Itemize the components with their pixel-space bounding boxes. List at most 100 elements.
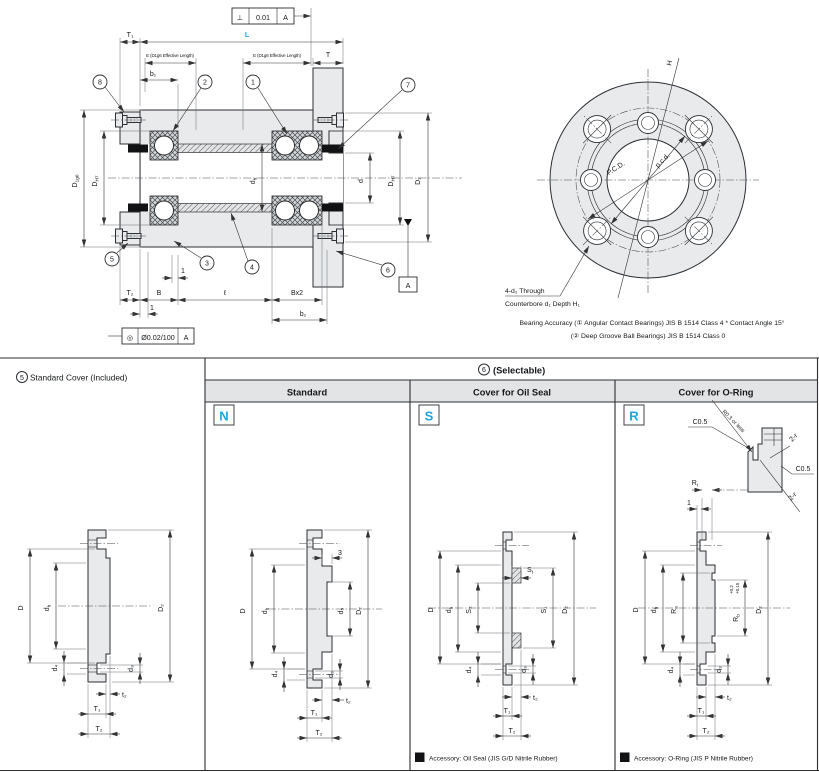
standard-cover-drawing: 3 D dh d₅ D₂ d₄ d₃ t₂ T₁ T₂ <box>240 529 382 742</box>
bearing-accuracy-line2: (② Deep Groove Ball Bearings) JIS B 1514… <box>571 333 726 340</box>
cr-label-Rt: Rt <box>692 480 699 489</box>
cr-label-D2: D₂ <box>756 606 763 614</box>
hole-note-2: Counterbore d₁ Depth H₁ <box>505 301 581 308</box>
oring-cover-drawing: R0.3 or less C0.5 2-r C0.5 2-r Rt 1 D dh… <box>620 399 814 763</box>
col-header-oring: Cover for O-Ring <box>679 388 754 398</box>
datum-triangle <box>404 219 412 226</box>
c5-label-d4: d₄ <box>52 664 59 671</box>
oring-note: Accessory: O-Ring (JIS P Nitrile Rubber) <box>634 756 753 763</box>
cn-label-T1: T₁ <box>311 710 318 717</box>
svg-text:6: 6 <box>386 268 390 275</box>
main-section-view: T₁ L E (D1g6 Effective Length) E (D1g6 E… <box>72 7 462 345</box>
type-code-N: N <box>213 404 235 426</box>
accessory-tag: A <box>622 755 627 762</box>
subheader-shading <box>205 380 817 402</box>
included-label: Standard Cover (Included) <box>30 373 128 383</box>
cr-label-1: 1 <box>687 500 691 507</box>
hole-callout: 4-d₂ Through Counterbore d₁ Depth H₁ <box>505 245 590 308</box>
svg-text:S: S <box>425 409 434 424</box>
selectable-label: (Selectable) <box>493 366 545 376</box>
cr-label-Rb-tol-upper: +0.2 <box>729 585 734 594</box>
dim-D2: D₂ <box>415 177 422 185</box>
bottom-dimensions: 1 T₂ B ℓ Bx2 1 b₂ <box>119 213 328 324</box>
dim-E-right: E (D1g6 Effective Length) <box>253 53 301 58</box>
cr-label-d3: d₃ <box>716 666 723 673</box>
dim-gap-upper: 1 <box>181 268 185 275</box>
cr-detail-2r-bottom: 2-r <box>787 491 798 502</box>
cs-label-St: St <box>527 567 534 576</box>
svg-text:2: 2 <box>203 80 207 87</box>
cover-bolts <box>111 112 349 244</box>
cr-detail-c05-top: C0.5 <box>693 419 708 426</box>
bolt-left-bottom <box>111 228 146 244</box>
cs-label-T2: T₂ <box>509 728 516 735</box>
cn-label-d3: d₃ <box>328 671 335 678</box>
svg-text:1: 1 <box>251 80 255 87</box>
cr-label-Rb-tol-lower: +0.15 <box>735 582 740 594</box>
conc-value: Ø0.02/100 <box>141 333 175 342</box>
cs-label-d3: d₃ <box>521 666 528 673</box>
perpendicularity-tolerance: ⊥ 0.01 A <box>231 7 311 25</box>
cn-label-d5: d₅ <box>338 607 345 614</box>
dim-E-left: E (D1g6 Effective Length) <box>146 53 194 58</box>
cs-label-dh: dh <box>446 606 455 613</box>
cs-label-d4: d₄ <box>466 666 473 673</box>
label-dh: dh <box>250 177 259 184</box>
cr-detail-r03: R0.3 or less <box>721 409 746 434</box>
dim-b2: b₂ <box>300 311 307 318</box>
c5-label-t2: t₂ <box>122 692 127 699</box>
part-balloons: 8 2 1 7 5 3 4 6 <box>92 74 416 278</box>
type-code-S: S <box>418 404 440 426</box>
svg-text:R: R <box>629 409 639 424</box>
dim-Bx2: Bx2 <box>291 290 303 297</box>
cs-label-t2: t₂ <box>533 695 538 702</box>
cn-label-T2: T₂ <box>316 730 323 737</box>
top-dimensions: T₁ L E (D1g6 Effective Length) E (D1g6 E… <box>119 8 344 130</box>
c5-label-D2: D₂ <box>158 604 165 612</box>
accessory-tag: A <box>417 755 422 762</box>
label-DH7-right: DH7 <box>388 175 397 187</box>
balloon-1: 1 <box>245 74 288 135</box>
oil-seal-cover-drawing: D dh S₂ St S₁ D₂ d₄ d₃ t₂ T₁ T₂ A Access… <box>415 531 596 763</box>
svg-text:N: N <box>219 409 228 424</box>
oring-accessory-note: A Accessory: O-Ring (JIS P Nitrile Rubbe… <box>620 752 753 763</box>
cr-label-D: D <box>633 607 640 612</box>
c5-label-d3: d₃ <box>128 665 135 672</box>
label-DH7-left: DH7 <box>92 175 101 187</box>
conc-symbol: ◎ <box>127 333 133 342</box>
cn-label-dh: dh <box>262 607 271 614</box>
dim-T2: T₂ <box>127 290 134 297</box>
c5-label-D: D <box>18 605 25 610</box>
standard-cover-included-drawing: D dh D₂ d₄ d₃ t₂ T₁ T₂ <box>18 529 174 738</box>
cs-label-T1: T₁ <box>504 708 511 715</box>
cs-label-S1: S₁ <box>541 606 548 614</box>
dim-l: ℓ <box>223 290 227 297</box>
svg-text:7: 7 <box>406 83 410 90</box>
bearings <box>149 130 323 226</box>
cr-label-d4: d₄ <box>668 666 675 673</box>
cn-label-D2: D₂ <box>356 607 363 615</box>
counterbore-holes <box>582 114 714 246</box>
balloon-6: 6 <box>335 250 396 278</box>
svg-text:8: 8 <box>98 80 102 87</box>
dim-b1: b₁ <box>150 71 157 78</box>
dim-L: L <box>245 32 250 39</box>
included-num: 5 <box>20 375 24 382</box>
svg-text:5: 5 <box>110 257 114 264</box>
bolt-right-bottom <box>313 228 349 244</box>
col-header-oil-seal: Cover for Oil Seal <box>473 388 551 398</box>
dim-gap-lower: 1 <box>150 305 154 312</box>
cn-label-d4: d₄ <box>272 670 279 677</box>
balloon-8: 8 <box>92 74 125 113</box>
cr-label-t2: t₂ <box>727 695 732 702</box>
oring-groove-detail: R0.3 or less C0.5 2-r C0.5 2-r <box>688 399 814 513</box>
svg-text:4: 4 <box>250 265 254 272</box>
balloon-4: 4 <box>230 212 260 275</box>
hole-note-1: 4-d₂ Through <box>505 288 545 295</box>
balloon-2: 2 <box>172 74 213 132</box>
bolt-right-top <box>313 112 349 128</box>
oil-seal-accessory-note: A Accessory: Oil Seal (JIS G/D Nitrile R… <box>415 752 558 763</box>
included-cover-header: 5 Standard Cover (Included) <box>16 371 128 383</box>
perp-datum: A <box>283 13 288 22</box>
